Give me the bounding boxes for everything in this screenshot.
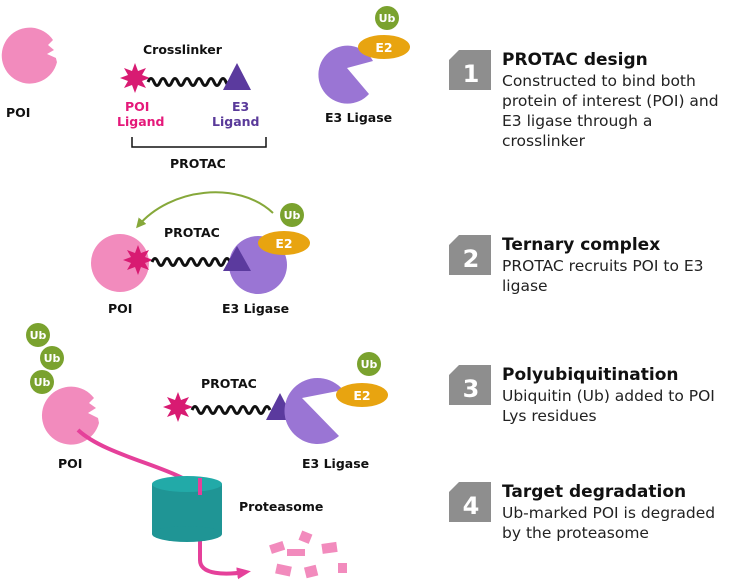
ub-icon-2 bbox=[40, 346, 64, 370]
e3-ligase-icon bbox=[284, 377, 343, 444]
e3-ligase-label: E3 Ligase bbox=[302, 456, 369, 471]
ub-icon-3 bbox=[30, 370, 54, 394]
ub-icon bbox=[357, 352, 381, 376]
e2-label: E2 bbox=[375, 40, 392, 55]
poi-ligand-label-line2: Ligand bbox=[117, 114, 164, 129]
crosslinker-label: Crosslinker bbox=[143, 42, 223, 57]
poi-ligand-icon bbox=[120, 63, 150, 93]
poi-protein-icon bbox=[41, 386, 99, 445]
degraded-fragments bbox=[269, 530, 347, 579]
ub-icon bbox=[280, 203, 304, 227]
e3-ligand-icon bbox=[223, 63, 251, 90]
ub-chain-label-1: Ub bbox=[30, 329, 47, 342]
step-2-title: Ternary complex bbox=[502, 235, 661, 255]
proteasome-icon bbox=[152, 476, 222, 542]
svg-text:3: 3 bbox=[463, 375, 480, 403]
e3-ligand-label-line2: Ligand bbox=[212, 114, 259, 129]
step-4-description: Ub-marked POI is degraded by the proteas… bbox=[502, 504, 716, 542]
e2-label: E2 bbox=[275, 236, 292, 251]
poi-label: POI bbox=[108, 301, 132, 316]
e3-ligase-icon bbox=[318, 45, 373, 104]
e2-icon bbox=[258, 231, 310, 255]
ub-label: Ub bbox=[361, 358, 378, 371]
svg-text:4: 4 bbox=[463, 492, 480, 520]
recruit-arrow bbox=[136, 191, 274, 229]
proteasome-label: Proteasome bbox=[239, 499, 323, 514]
e2-label: E2 bbox=[353, 388, 370, 403]
protac-bracket bbox=[131, 137, 267, 148]
poi-label: POI bbox=[58, 456, 82, 471]
step-1-title: PROTAC design bbox=[502, 50, 648, 70]
crosslinker-chain bbox=[190, 405, 272, 415]
poi-protein-icon bbox=[1, 27, 64, 84]
e2-icon bbox=[336, 383, 388, 407]
protac-label: PROTAC bbox=[201, 376, 257, 391]
ub-label: Ub bbox=[284, 209, 301, 222]
poi-label: POI bbox=[6, 105, 30, 120]
panel-polyubiquitination: Ub Ub Ub POI PROTAC E2 Ub E3 Ligase bbox=[26, 323, 388, 471]
step-4-title: Target degradation bbox=[502, 482, 687, 502]
step-1-description: Constructed to bind both protein of inte… bbox=[502, 72, 719, 150]
ub-chain: Ub Ub Ub bbox=[26, 323, 64, 394]
step-3-description: Ubiquitin (Ub) added to POI Lys residues bbox=[502, 387, 715, 425]
step-2-description: PROTAC recruits POI to E3 ligase bbox=[502, 257, 704, 295]
crosslinker-chain bbox=[150, 257, 232, 267]
panel-protac-design: POI Crosslinker POI Ligand E3 Ligand PRO… bbox=[1, 6, 410, 171]
poi-protein-icon bbox=[91, 234, 149, 292]
step-2-badge-icon: 2 bbox=[449, 235, 491, 275]
step-3-badge-icon: 3 bbox=[449, 365, 491, 405]
svg-text:1: 1 bbox=[463, 60, 480, 88]
ub-label: Ub bbox=[379, 12, 396, 25]
svg-text:2: 2 bbox=[463, 245, 480, 273]
ub-chain-label-2: Ub bbox=[44, 352, 61, 365]
panel-target-degradation: Proteasome bbox=[76, 428, 347, 580]
e3-ligase-label: E3 Ligase bbox=[222, 301, 289, 316]
ub-icon bbox=[375, 6, 399, 30]
step-3-title: Polyubiquitination bbox=[502, 365, 679, 385]
step-1-badge-icon: 1 bbox=[449, 50, 491, 90]
ub-chain-label-3: Ub bbox=[34, 376, 51, 389]
panel-ternary-complex: PROTAC E2 Ub POI E3 Ligase bbox=[91, 191, 310, 316]
protac-label: PROTAC bbox=[164, 225, 220, 240]
crosslinker-chain bbox=[146, 77, 234, 87]
e3-ligand-label-line1: E3 bbox=[232, 99, 249, 114]
step-4-badge-icon: 4 bbox=[449, 482, 491, 522]
poi-ligand-label-line1: POI bbox=[125, 99, 149, 114]
e2-icon bbox=[358, 35, 410, 59]
ub-icon-1 bbox=[26, 323, 50, 347]
e3-ligase-label: E3 Ligase bbox=[325, 110, 392, 125]
poi-ligand-icon bbox=[123, 245, 153, 275]
protac-label: PROTAC bbox=[170, 156, 226, 171]
poi-ligand-icon bbox=[163, 392, 193, 422]
e3-ligand-icon bbox=[223, 246, 251, 271]
